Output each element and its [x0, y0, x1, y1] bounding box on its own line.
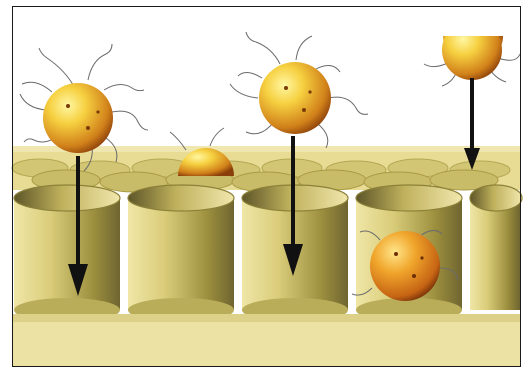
nanoparticle-2-icon	[259, 62, 331, 134]
pore-cylinders	[14, 185, 522, 322]
nanoparticle-1-icon	[43, 83, 113, 153]
pore-cylinder-1	[14, 185, 120, 322]
surface-base	[12, 314, 520, 366]
pore-cylinder-2	[128, 185, 234, 322]
pore-cylinder-5	[470, 185, 522, 310]
nanoparticle-5-icon	[370, 231, 440, 301]
